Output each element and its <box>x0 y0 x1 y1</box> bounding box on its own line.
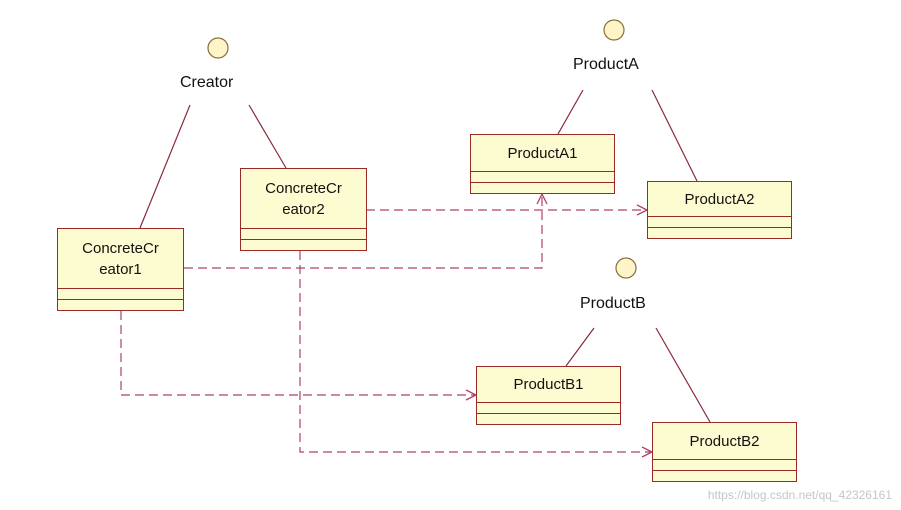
operations-compartment <box>653 470 796 481</box>
product-a-interface-label: ProductA <box>573 56 639 73</box>
watermark-text: https://blog.csdn.net/qq_42326161 <box>707 488 892 502</box>
product-a-interface-icon <box>603 19 625 41</box>
realization-creator-to-concrete-creator1 <box>139 104 191 229</box>
creator-interface-icon <box>207 37 229 59</box>
operations-compartment <box>477 413 620 424</box>
class-product-a2[interactable]: ProductA2 <box>647 181 792 239</box>
class-concrete-creator1[interactable]: ConcreteCr eator1 <box>57 228 184 311</box>
realization-product-a-to-a1 <box>557 89 584 135</box>
product-b-interface-icon <box>615 257 637 279</box>
class-product-b1[interactable]: ProductB1 <box>476 366 621 425</box>
realization-creator-to-concrete-creator2 <box>248 104 287 169</box>
attributes-compartment <box>471 171 614 182</box>
realization-product-b-to-b1 <box>565 327 595 367</box>
attributes-compartment <box>648 216 791 227</box>
realization-product-b-to-b2 <box>655 327 711 423</box>
operations-compartment <box>58 299 183 310</box>
class-product-a1[interactable]: ProductA1 <box>470 134 615 194</box>
dependency-creator1-to-product-b1 <box>120 311 476 395</box>
class-product-b1-name: ProductB1 <box>513 376 584 393</box>
class-product-a1-name: ProductA1 <box>507 144 578 162</box>
operations-compartment <box>471 182 614 193</box>
class-product-a2-name: ProductA2 <box>684 190 755 208</box>
attributes-compartment <box>58 288 183 299</box>
operations-compartment <box>241 239 366 250</box>
attributes-compartment <box>241 228 366 239</box>
attributes-compartment <box>653 459 796 470</box>
creator-interface-label: Creator <box>180 74 234 91</box>
attributes-compartment <box>477 402 620 413</box>
class-concrete-creator2[interactable]: ConcreteCr eator2 <box>240 168 367 251</box>
realization-product-a-to-a2 <box>651 89 698 182</box>
class-product-b2[interactable]: ProductB2 <box>652 422 797 482</box>
product-b-interface-label: ProductB <box>580 295 646 312</box>
class-concrete-creator2-name: ConcreteCr eator2 <box>265 179 342 218</box>
operations-compartment <box>648 227 791 238</box>
dependency-creator2-to-product-b2 <box>299 251 652 452</box>
class-product-b2-name: ProductB2 <box>689 432 760 450</box>
dependency-creator1-to-product-a1 <box>184 194 542 269</box>
class-concrete-creator1-name: ConcreteCr eator1 <box>82 239 159 278</box>
